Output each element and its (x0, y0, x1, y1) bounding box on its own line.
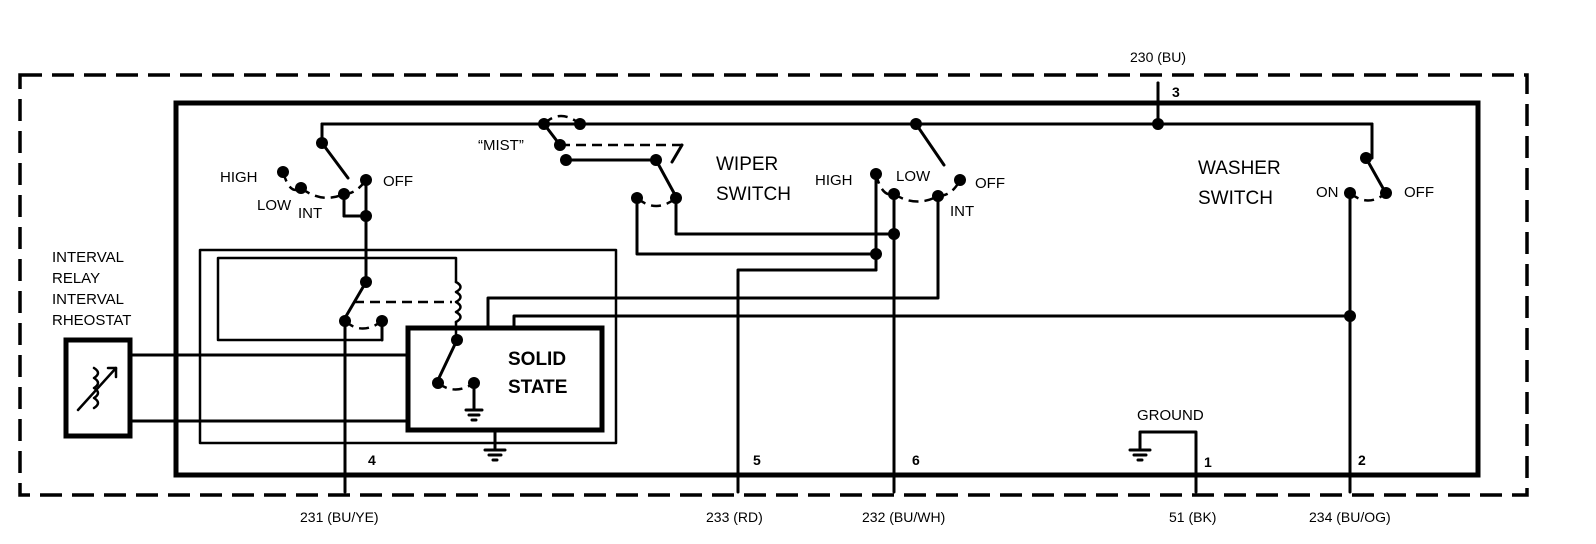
wire-label-234: 234 (BU/OG) (1309, 509, 1391, 525)
assembly-dashed-boundary (18, 73, 1529, 497)
pin-label-3: 3 (1172, 84, 1180, 100)
ground-wire (1138, 430, 1198, 494)
label-interval-rheostat-1: INTERVAL (52, 291, 124, 308)
wiper-switch-label-1: WIPER (716, 154, 778, 175)
wiper-switch-label-2: SWITCH (716, 184, 791, 205)
washer-arc (1349, 192, 1387, 202)
relay-coil (454, 280, 462, 324)
solid-state-label-2: STATE (508, 377, 567, 398)
center-high-wire (674, 196, 896, 236)
label-mist: “MIST” (478, 137, 524, 154)
left-arc-2 (300, 186, 345, 200)
label-on: ON (1316, 184, 1339, 201)
label-interval-rheostat-2: RHEOSTAT (52, 312, 131, 329)
wire-label-51: 51 (BK) (1169, 509, 1216, 525)
interval-rheostat (63, 337, 133, 439)
relay-enclosure (198, 248, 618, 445)
label-interval-relay-2: RELAY (52, 270, 100, 287)
wire-label-231: 231 (BU/YE) (300, 509, 379, 525)
module-switch-blade (436, 338, 459, 382)
junction-dot (1344, 310, 1356, 322)
label-high: HIGH (815, 172, 853, 189)
label-int: INT (950, 203, 974, 220)
right-switch-blade (914, 122, 946, 167)
pin-label-4: 4 (368, 452, 376, 468)
wire-label-230: 230 (BU) (1130, 49, 1186, 65)
rheostat-coil (92, 366, 100, 410)
wire-label-232: 232 (BU/WH) (862, 509, 945, 525)
center-switch-blade (654, 158, 676, 195)
mist-link-end (670, 143, 684, 164)
relay-coil-loop (216, 256, 458, 342)
solid-state-label-1: SOLID (508, 349, 566, 370)
module-ground-icon (464, 408, 484, 422)
relay-arc (344, 319, 383, 330)
washer-wire-to-module (512, 314, 1352, 330)
pin-label-5: 5 (753, 452, 761, 468)
pin-label-2: 2 (1358, 452, 1366, 468)
label-low: LOW (257, 197, 292, 214)
enclosure-ground-icon (483, 448, 507, 462)
label-off: OFF (383, 173, 413, 190)
washer-blade (1364, 156, 1386, 192)
label-off: OFF (1404, 184, 1434, 201)
solid-state-module (405, 325, 605, 433)
right-arc-3 (937, 179, 962, 198)
ground-icon (1128, 448, 1152, 462)
left-switch-blade (320, 141, 350, 180)
pin-label-6: 6 (912, 452, 920, 468)
switch-housing (173, 100, 1481, 478)
relay-contact-blade (343, 280, 368, 320)
label-interval-relay-1: INTERVAL (52, 249, 124, 266)
left-arc-1 (281, 171, 302, 192)
washer-switch-label-1: WASHER (1198, 158, 1281, 179)
junction-dot (1152, 118, 1164, 130)
center-arc (636, 197, 677, 208)
washer-switch-label-2: SWITCH (1198, 188, 1273, 209)
rheostat-arrow-shaft (76, 366, 118, 412)
label-int: INT (298, 205, 322, 222)
label-low: LOW (896, 168, 931, 185)
mist-arc (543, 114, 581, 125)
right-arc-2 (893, 192, 939, 203)
label-high: HIGH (220, 169, 258, 186)
rheostat-arrow-head (106, 366, 118, 379)
wire-label-233: 233 (RD) (706, 509, 763, 525)
label-ground: GROUND (1137, 407, 1204, 424)
contact-off (954, 174, 966, 186)
junction-dot (360, 210, 372, 222)
left-arc-3 (343, 179, 368, 196)
int-wire-to-right-switch (486, 194, 940, 330)
wire-233-lead (736, 268, 878, 494)
module-arc (437, 381, 475, 391)
label-off: OFF (975, 175, 1005, 192)
pin-label-1: 1 (1204, 454, 1212, 470)
center-low-wire (635, 196, 878, 256)
